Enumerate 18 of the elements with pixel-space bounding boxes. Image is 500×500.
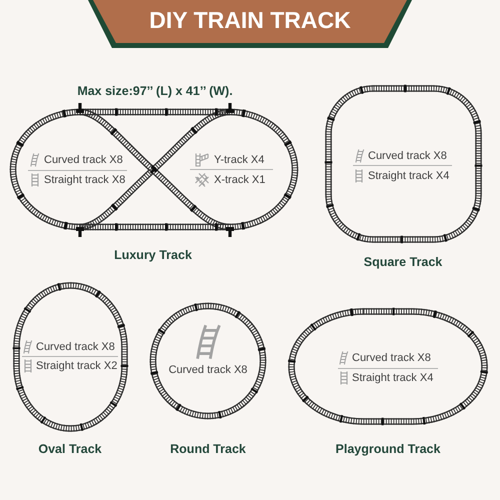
size-note: Max size:97’’ (L) x 41’’ (W). (77, 84, 233, 99)
part-count: Curved track X8 (44, 154, 123, 166)
part-count: Curved track X8 (36, 340, 115, 354)
part-count: Curved track X8 (368, 150, 447, 162)
layout-caption: Square Track (364, 255, 442, 270)
layout-caption: Luxury Track (114, 248, 192, 263)
layout-caption: Playground Track (336, 442, 440, 457)
part-count: Straight track X8 (44, 174, 126, 186)
part-count: Straight track X4 (368, 170, 450, 182)
part-count: Straight track X2 (36, 360, 118, 372)
layout-caption: Round Track (170, 442, 246, 457)
title: DIY TRAIN TRACK (149, 7, 351, 33)
part-count: Curved track X8 (168, 364, 248, 376)
layout-caption: Oval Track (38, 442, 102, 457)
part-count: Straight track X4 (352, 372, 434, 384)
part-count: Y-track X4 (214, 154, 264, 166)
part-count: X-track X1 (214, 174, 266, 186)
part-count: Curved track X8 (352, 352, 431, 364)
